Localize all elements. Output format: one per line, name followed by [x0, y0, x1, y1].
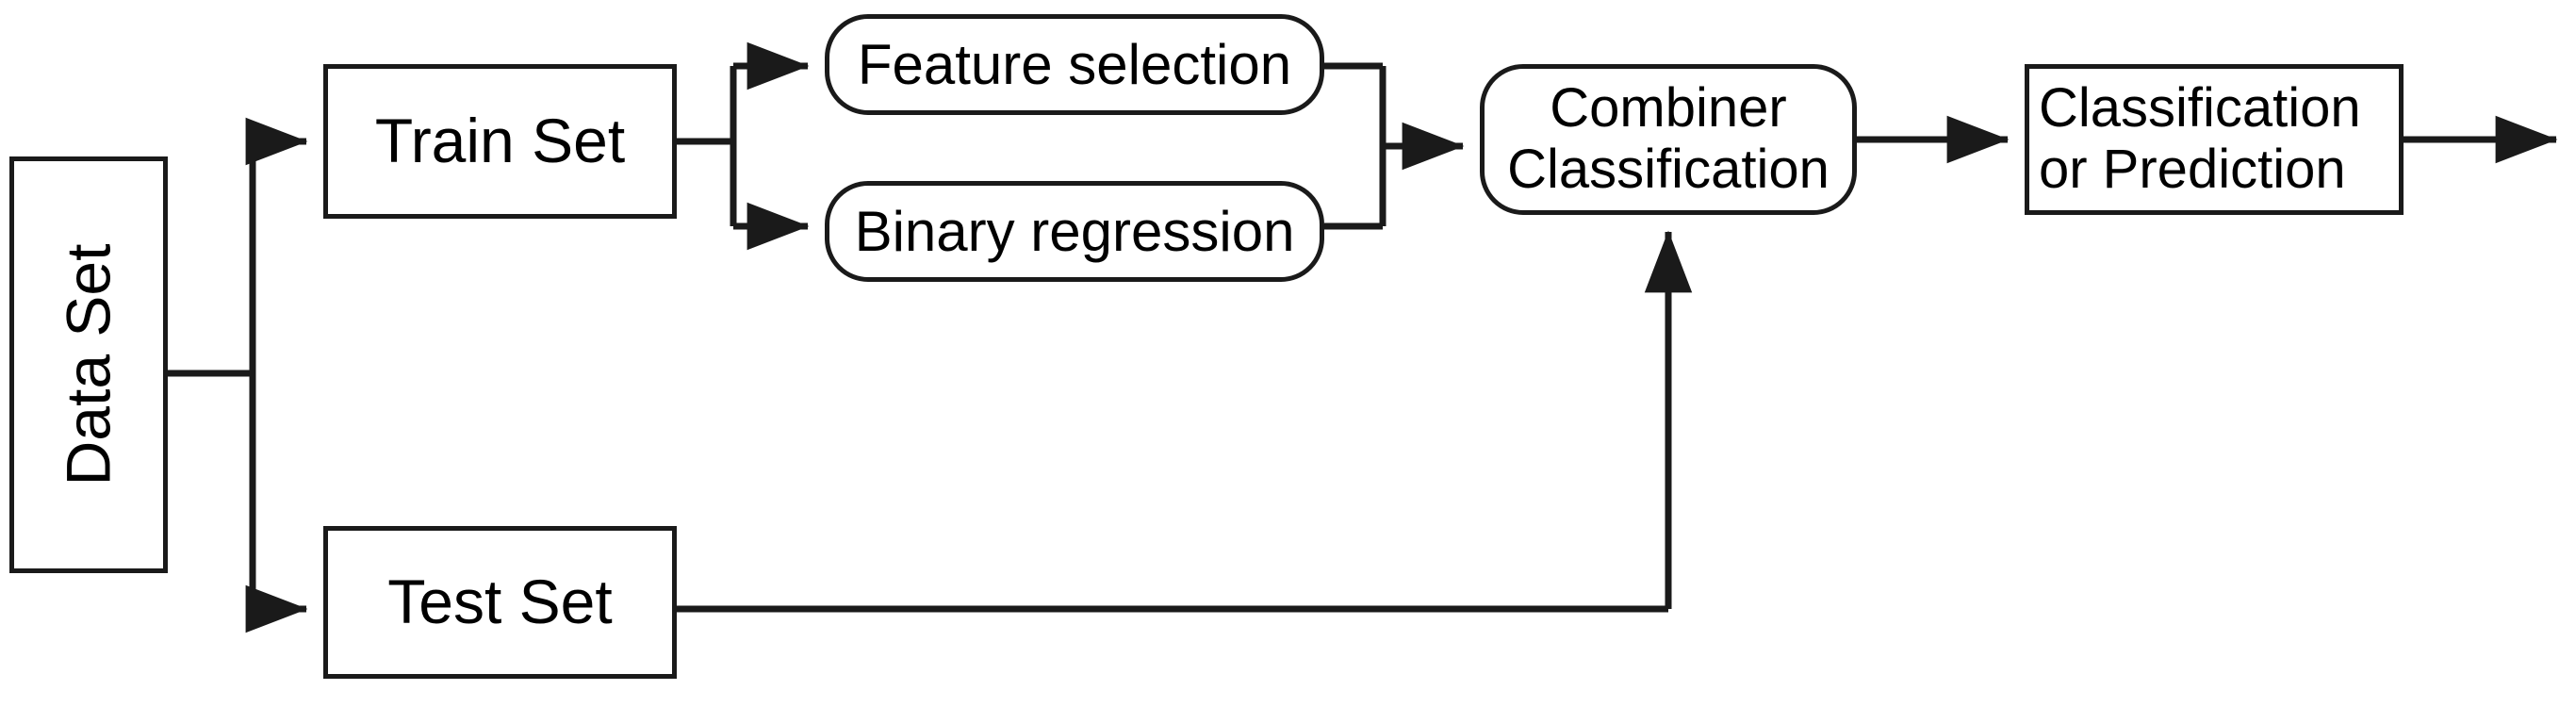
- node-combiner-classification-label: Combiner Classification: [1507, 77, 1829, 200]
- node-feature-selection-label: Feature selection: [857, 32, 1292, 96]
- node-classification-or-prediction[interactable]: Classification or Prediction: [2025, 64, 2404, 215]
- node-classification-or-prediction-label: Classification or Prediction: [2039, 77, 2361, 200]
- node-train-set-label: Train Set: [374, 106, 626, 176]
- node-binary-regression-label: Binary regression: [854, 199, 1295, 263]
- node-data-set-label: Data Set: [53, 243, 123, 486]
- node-train-set[interactable]: Train Set: [323, 64, 677, 219]
- node-combiner-classification[interactable]: Combiner Classification: [1480, 64, 1857, 215]
- node-test-set[interactable]: Test Set: [323, 526, 677, 679]
- node-binary-regression[interactable]: Binary regression: [825, 181, 1324, 282]
- node-test-set-label: Test Set: [387, 567, 613, 637]
- node-data-set[interactable]: Data Set: [9, 156, 168, 573]
- node-feature-selection[interactable]: Feature selection: [825, 14, 1324, 115]
